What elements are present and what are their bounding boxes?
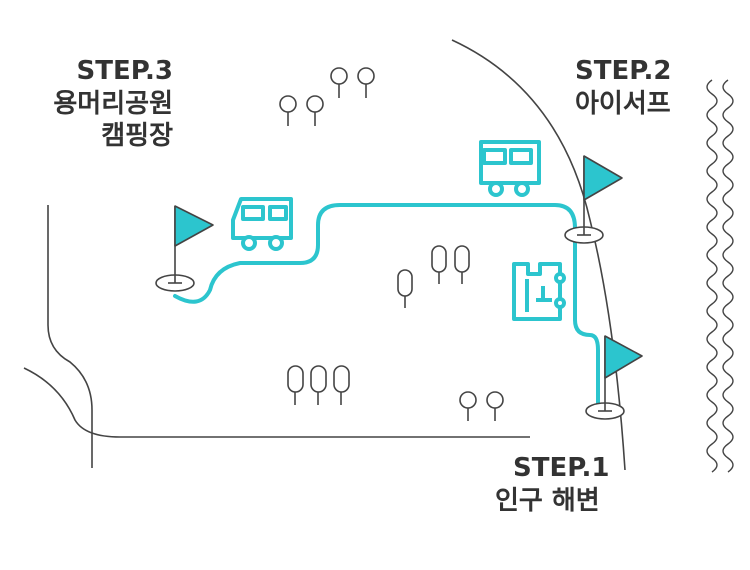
flag-icon: [564, 155, 623, 244]
step3-name-line2: 캠핑장: [101, 121, 173, 151]
tree-icon: [431, 245, 447, 284]
wave-icon: [706, 79, 734, 473]
flag-icon: [155, 205, 214, 292]
road-bottom: [23, 367, 530, 438]
tree-icon: [330, 67, 348, 98]
tree-icon: [397, 269, 413, 308]
step2-label: STEP.2 아이서프: [575, 55, 671, 120]
tree-icon: [306, 95, 324, 126]
tree-icon: [357, 67, 375, 98]
coast-road: [451, 39, 626, 471]
roads: [23, 39, 626, 471]
step1-title: STEP.1: [513, 453, 610, 483]
step1-label: STEP.1 인구 해변: [495, 452, 609, 517]
step3-name-line1: 용머리공원: [53, 88, 173, 119]
tree-icon: [287, 365, 304, 405]
step2-title: STEP.2: [575, 56, 672, 86]
tree-icon: [459, 391, 477, 421]
flag-icon: [585, 335, 643, 420]
camper-van-icon: [479, 140, 541, 197]
road-left-vertical: [47, 205, 93, 468]
tree-icon: [333, 365, 350, 405]
step1-name: 인구 해변: [495, 485, 600, 516]
step3-label: STEP.3 용머리공원 캠핑장: [53, 55, 173, 153]
camper-van-icon: [231, 197, 293, 251]
building-icon: [512, 262, 566, 321]
tree-icon: [310, 365, 327, 405]
trees: [279, 67, 504, 421]
tree-icon: [454, 245, 470, 284]
step2-name: 아이서프: [575, 88, 671, 119]
tree-icon: [279, 95, 297, 126]
tree-icon: [486, 391, 504, 421]
step3-title: STEP.3: [76, 56, 173, 86]
route-path: [173, 203, 600, 410]
